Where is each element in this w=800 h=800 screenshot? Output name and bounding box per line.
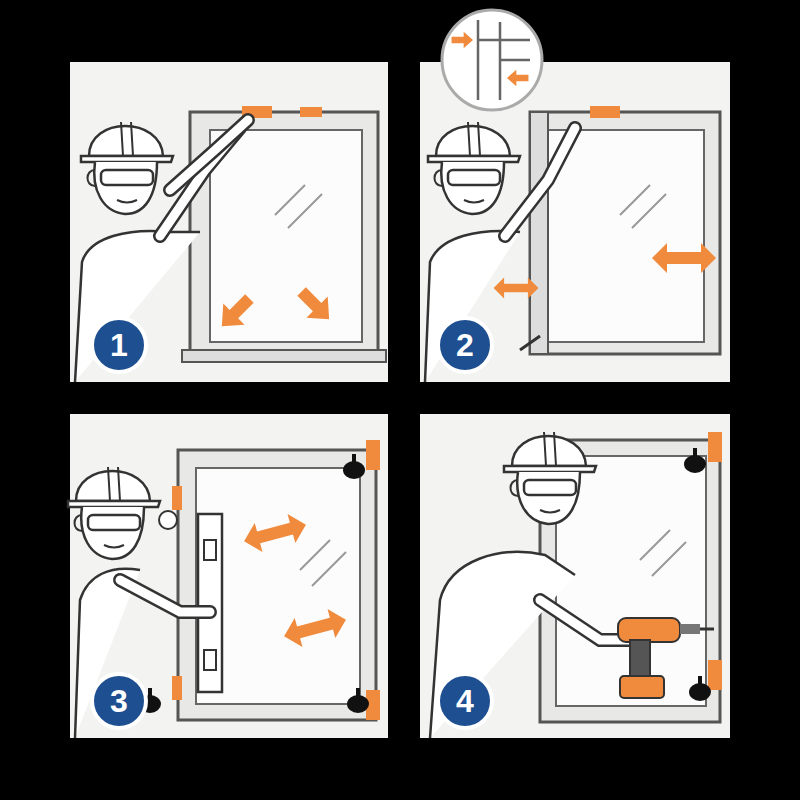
step-number-circle: 3 [90,672,148,730]
step-number: 1 [110,329,128,361]
step-number: 3 [110,685,128,717]
panel-three [68,440,380,738]
panel-two [425,10,720,382]
step-number: 4 [456,685,474,717]
step-number: 2 [456,329,474,361]
step-number-circle: 1 [90,316,148,374]
panel-one [75,106,386,382]
step-number-circle: 4 [436,672,494,730]
step-number-circle: 2 [436,316,494,374]
panel-four [430,432,722,738]
